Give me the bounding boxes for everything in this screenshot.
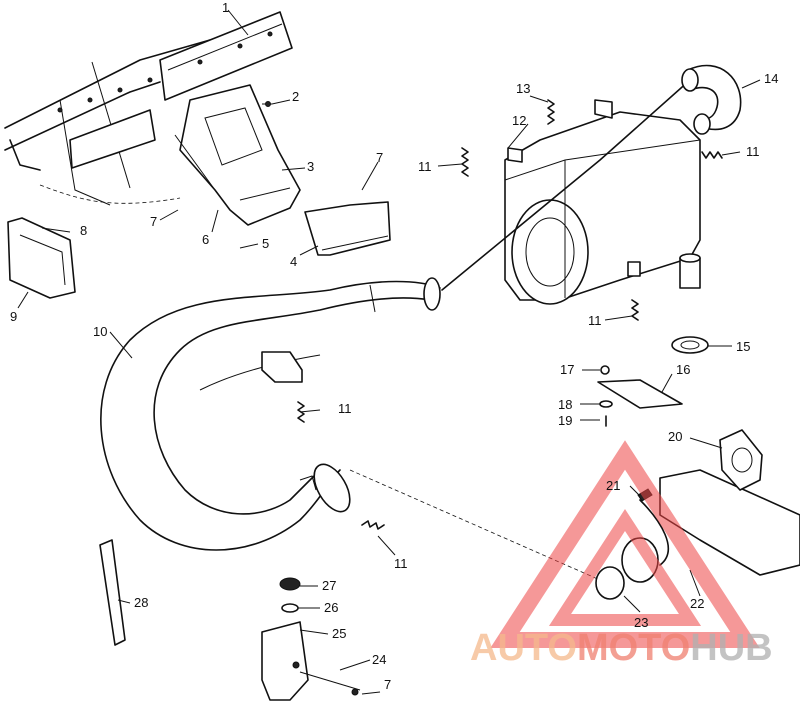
callout-7-left: 7 [150, 214, 157, 229]
callout-21: 21 [606, 478, 620, 493]
watermark-moto: MOTO [577, 627, 690, 669]
part-4-deflector [304, 201, 391, 256]
callout-23: 23 [634, 615, 648, 630]
callout-25: 25 [332, 626, 346, 641]
callout-20: 20 [668, 429, 682, 444]
part-2-rivet [262, 101, 272, 107]
callout-15: 15 [736, 339, 750, 354]
springs [297, 99, 723, 530]
callout-7-upper: 7 [376, 150, 383, 165]
callout-26: 26 [324, 600, 338, 615]
callout-17: 17 [560, 362, 574, 377]
callout-5: 5 [262, 236, 269, 251]
callout-11-lower: 11 [394, 556, 408, 571]
callout-14: 14 [764, 71, 778, 86]
callout-4: 4 [290, 254, 297, 269]
callout-12: 12 [512, 113, 526, 128]
callout-11-pipe: 11 [338, 401, 352, 416]
part-16-bracket-hardware [597, 365, 683, 427]
callout-24: 24 [372, 652, 386, 667]
part-3-mount-bracket [174, 84, 301, 226]
part-10-expansion-chamber [100, 277, 601, 581]
callout-8: 8 [80, 223, 87, 238]
watermark-hub: HUB [690, 627, 772, 669]
part-14-tail-pipe [681, 64, 742, 135]
callout-2: 2 [292, 89, 299, 104]
callout-28: 28 [134, 595, 148, 610]
callout-18: 18 [558, 397, 572, 412]
callout-1: 1 [222, 0, 229, 15]
callout-10: 10 [93, 324, 107, 339]
callout-3: 3 [307, 159, 314, 174]
callout-6: 6 [202, 232, 209, 247]
part-9-side-guard [7, 217, 76, 299]
part-25-lower-bracket [261, 577, 361, 701]
watermark-auto: AUTO [470, 627, 577, 669]
callout-13: 13 [516, 81, 530, 96]
callout-19: 19 [558, 413, 572, 428]
callout-11-muffler-left: 11 [418, 159, 432, 174]
watermark-text: AUTOMOTOHUB [470, 627, 773, 669]
callout-9: 9 [10, 309, 17, 324]
callout-22: 22 [690, 596, 704, 611]
part-1-heat-shield [69, 11, 293, 169]
watermark-triangle [490, 440, 760, 648]
callout-27: 27 [322, 578, 336, 593]
part-15-gasket [671, 253, 709, 354]
callout-11-muffler-bottom: 11 [588, 313, 602, 328]
part-28-strap [99, 539, 126, 646]
leader-lines [17, 9, 761, 695]
callout-11-right: 11 [746, 144, 760, 159]
callout-16: 16 [676, 362, 690, 377]
callout-labels: 1 2 3 4 5 6 7 7 7 8 9 10 11 11 11 11 11 … [10, 0, 778, 692]
watermark-logo [490, 440, 760, 648]
part-12-muffler [441, 79, 701, 305]
callout-7-lower: 7 [384, 677, 391, 692]
